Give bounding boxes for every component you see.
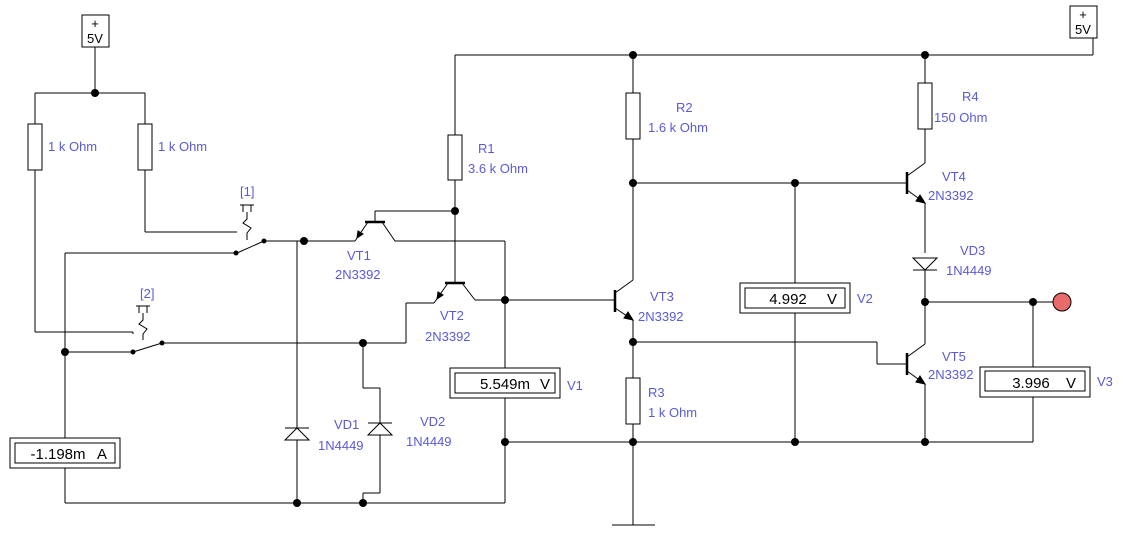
r3-name: R3 xyxy=(648,385,665,400)
v2-unit: V xyxy=(827,291,837,308)
vd3-type: 1N4449 xyxy=(946,263,992,278)
resistor-r3[interactable] xyxy=(625,377,641,425)
vd2-type: 1N4449 xyxy=(406,434,452,449)
transistor-vt5[interactable] xyxy=(903,343,927,385)
ammeter-unit: A xyxy=(97,446,107,463)
transistor-vt1[interactable] xyxy=(354,211,396,242)
diode-vd2[interactable] xyxy=(366,422,394,436)
voltmeter-v1[interactable]: 5.549m V xyxy=(449,367,561,399)
voltmeter-v2[interactable]: 4.992 V xyxy=(739,282,851,314)
vd3-name: VD3 xyxy=(960,243,985,258)
vt4-type: 2N3392 xyxy=(928,188,974,203)
vt4-name: VT4 xyxy=(942,169,966,184)
vt5-type: 2N3392 xyxy=(928,367,974,382)
transistor-vt4[interactable] xyxy=(900,162,927,204)
vd1-type: 1N4449 xyxy=(318,438,364,453)
vt1-name: VT1 xyxy=(347,248,371,263)
resistor-r4[interactable] xyxy=(917,82,933,130)
wires xyxy=(34,38,1094,526)
ammeter-value: -1.198m xyxy=(30,446,85,463)
resistor-left-a[interactable] xyxy=(27,123,43,171)
v2-name: V2 xyxy=(857,291,873,306)
diode-vd1[interactable] xyxy=(283,427,311,441)
vcc-right-label: 5V xyxy=(1075,22,1091,37)
output-probe[interactable] xyxy=(1052,292,1072,312)
v1-value: 5.549m xyxy=(480,376,530,393)
resistor-left-b[interactable] xyxy=(137,123,153,171)
transistor-vt2[interactable] xyxy=(433,281,476,304)
r4-name: R4 xyxy=(962,89,979,104)
resistor-r1[interactable] xyxy=(447,134,463,181)
v3-unit: V xyxy=(1066,375,1076,392)
switch-1-label: [1] xyxy=(240,184,254,199)
v1-name: V1 xyxy=(567,378,583,393)
switch-1[interactable]: [1] xyxy=(240,184,254,240)
voltmeter-v3[interactable]: 3.996 V xyxy=(979,366,1091,398)
switch-2-label: [2] xyxy=(140,286,154,301)
r2-value: 1.6 k Ohm xyxy=(648,120,708,135)
resistor-left-b-value: 1 k Ohm xyxy=(158,139,207,154)
plus-sign: + xyxy=(91,16,99,31)
vcc-left-label: 5V xyxy=(87,31,103,46)
v3-value: 3.996 xyxy=(1012,375,1050,392)
vcc-source-left[interactable]: + 5V xyxy=(81,14,110,48)
vt3-type: 2N3392 xyxy=(638,309,684,324)
r3-value: 1 k Ohm xyxy=(648,405,697,420)
plus-sign: + xyxy=(1079,7,1087,22)
vcc-source-right[interactable]: + 5V xyxy=(1069,5,1098,39)
v2-value: 4.992 xyxy=(769,291,807,308)
junction-dots xyxy=(61,51,1037,507)
r2-name: R2 xyxy=(676,100,693,115)
vd1-name: VD1 xyxy=(334,417,359,432)
vt3-name: VT3 xyxy=(650,289,674,304)
diode-vd3[interactable] xyxy=(911,257,939,271)
r1-name: R1 xyxy=(478,141,495,156)
v3-name: V3 xyxy=(1097,374,1113,389)
vt5-name: VT5 xyxy=(942,349,966,364)
ammeter[interactable]: -1.198m A xyxy=(9,437,121,469)
vt1-type: 2N3392 xyxy=(335,267,381,282)
vd2-name: VD2 xyxy=(420,414,445,429)
transistor-vt3[interactable] xyxy=(600,279,635,321)
resistor-left-a-value: 1 k Ohm xyxy=(48,139,97,154)
resistor-r2[interactable] xyxy=(625,92,641,140)
r4-value: 150 Ohm xyxy=(934,110,987,125)
v1-unit: V xyxy=(540,376,550,393)
r1-value: 3.6 k Ohm xyxy=(468,161,528,176)
vt2-type: 2N3392 xyxy=(425,329,471,344)
switch-2[interactable]: [2] xyxy=(136,286,154,340)
vt2-name: VT2 xyxy=(440,308,464,323)
